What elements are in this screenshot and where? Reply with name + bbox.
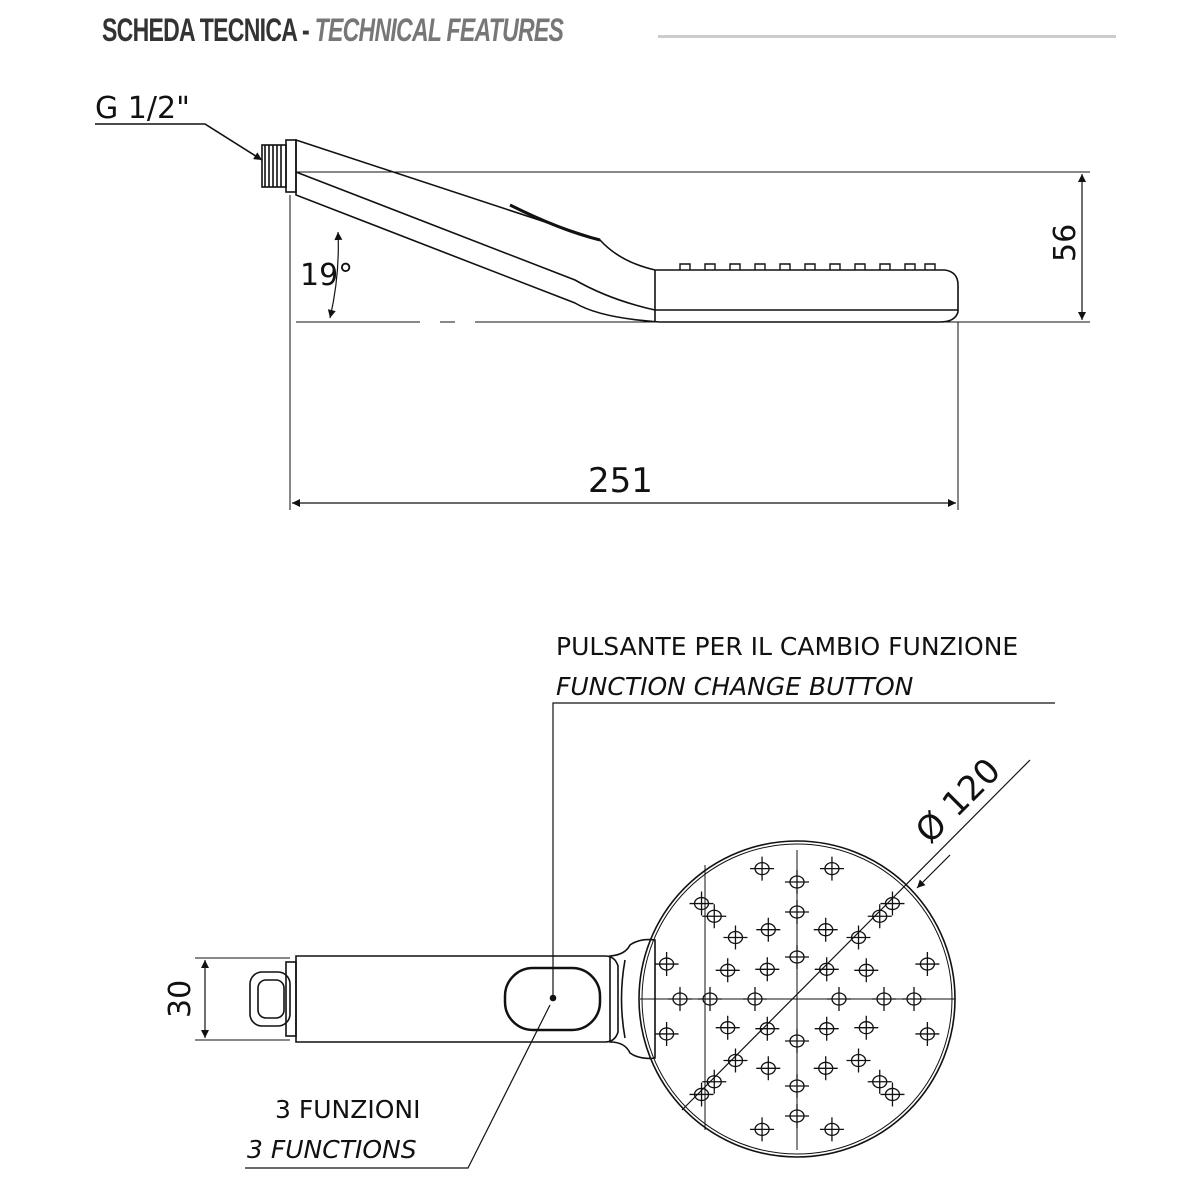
nozzle-crosshair	[654, 1021, 679, 1046]
title-separator: -	[301, 12, 310, 48]
width-label: 30	[163, 980, 198, 1018]
height-label: 56	[1048, 224, 1083, 262]
side-view: G 1/2" 19° 56 251	[95, 91, 1090, 510]
diameter-label: Ø 120	[908, 751, 1009, 852]
functions-label-en: 3 FUNCTIONS	[247, 1135, 417, 1164]
thread-label: G 1/2"	[95, 91, 190, 126]
button-label-it: PULSANTE PER IL CAMBIO FUNZIONE	[556, 632, 1018, 661]
length-label: 251	[588, 461, 653, 501]
connector-front	[249, 961, 297, 1037]
front-view: PULSANTE PER IL CAMBIO FUNZIONE FUNCTION…	[163, 632, 1055, 1169]
nozzle-crosshair	[846, 925, 871, 950]
nozzle-crosshair	[750, 1117, 775, 1142]
functions-leader	[245, 1004, 551, 1169]
functions-label-it: 3 FUNZIONI	[275, 1095, 420, 1124]
neck	[609, 938, 656, 1060]
nozzle-crosshair	[867, 1069, 892, 1094]
nozzle-crosshair	[880, 1082, 905, 1107]
nozzle-crosshair	[750, 856, 775, 881]
nozzle-crosshair	[756, 917, 781, 942]
nozzles-side	[679, 263, 936, 270]
nozzle-crosshair	[915, 1021, 940, 1046]
nozzle-crosshair	[819, 1117, 844, 1142]
handle-side	[295, 138, 959, 323]
angle-label: 19°	[300, 258, 353, 293]
function-change-button	[503, 966, 602, 1032]
thread-leader	[95, 123, 263, 161]
nozzle-crosshair	[689, 1082, 714, 1107]
nozzle-crosshair	[867, 904, 892, 929]
nozzle-crosshair	[880, 891, 905, 916]
nozzle-crosshair	[755, 957, 780, 982]
title-italian: SCHEDA TECNICA	[102, 12, 297, 48]
nozzle-crosshair	[689, 891, 714, 916]
nozzle-crosshair	[654, 952, 679, 977]
nozzle-crosshair	[813, 917, 838, 942]
title-english: TECHNICAL FEATURES	[314, 12, 564, 48]
nozzle-crosshair	[819, 856, 844, 881]
nozzle-crosshair	[756, 1056, 781, 1081]
nozzle-crosshair	[814, 957, 839, 982]
nozzle-crosshair	[915, 952, 940, 977]
header-rule	[658, 35, 1116, 38]
button-leader	[552, 702, 1055, 998]
nozzle-crosshair	[723, 1048, 748, 1073]
connector-side	[261, 139, 297, 193]
nozzle-crosshair	[702, 1069, 727, 1094]
nozzle-crosshair	[813, 1056, 838, 1081]
nozzle-crosshair	[846, 1048, 871, 1073]
button-label-en: FUNCTION CHANGE BUTTON	[556, 672, 914, 701]
nozzle-crosshair	[702, 904, 727, 929]
nozzle-crosshair	[715, 958, 740, 983]
nozzle-crosshair	[814, 1016, 839, 1041]
nozzle-crosshair	[755, 1016, 780, 1041]
page-title: SCHEDA TECNICA - TECHNICAL FEATURES	[102, 12, 564, 49]
diameter-line	[681, 759, 1031, 1111]
nozzle-crosshair	[854, 1015, 879, 1040]
nozzle-crosshair	[715, 1015, 740, 1040]
nozzle-crosshair	[854, 958, 879, 983]
nozzle-crosshair	[723, 925, 748, 950]
